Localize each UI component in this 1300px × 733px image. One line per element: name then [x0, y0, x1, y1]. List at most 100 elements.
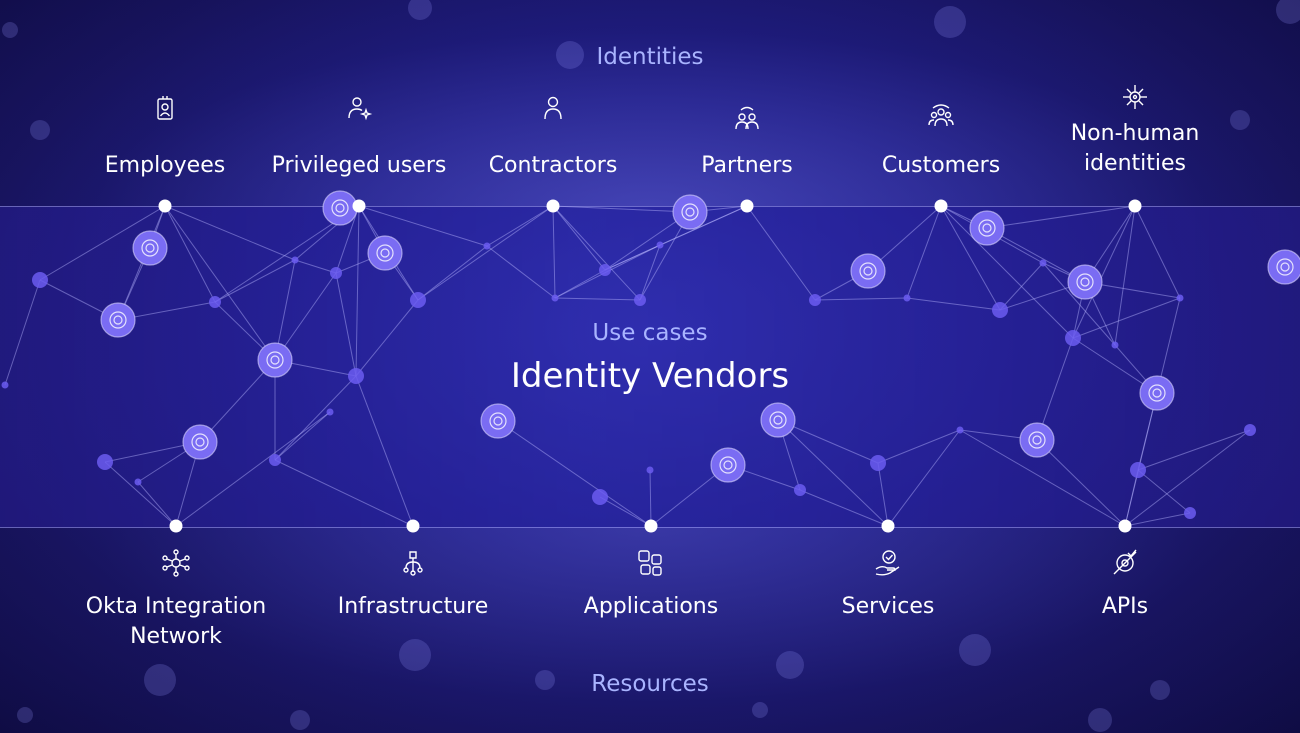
- fingerprint-icon: [863, 266, 873, 276]
- identity-non-human: Non-human identities: [1035, 82, 1235, 179]
- fingerprint-icon: [1280, 262, 1290, 272]
- bottom-glow: [0, 527, 1300, 733]
- mesh-line: [877, 462, 889, 527]
- bokeh-dot: [2, 22, 18, 38]
- customers-icon: [928, 104, 954, 127]
- bokeh-dot: [408, 0, 432, 20]
- identity-label: Contractors: [488, 153, 618, 178]
- mesh-node: [903, 294, 911, 302]
- identity-customers: Customers: [841, 101, 1041, 181]
- bokeh-dot: [752, 702, 768, 718]
- mesh-node: [1244, 424, 1256, 436]
- mesh-line: [639, 244, 661, 301]
- bokeh-dot: [1276, 0, 1300, 24]
- mesh-line: [104, 461, 177, 527]
- mesh-line: [940, 205, 1001, 311]
- mesh-node: [330, 267, 342, 279]
- identity-label: Employees: [104, 153, 226, 178]
- mesh-line: [777, 419, 889, 527]
- bokeh-dot: [144, 664, 176, 696]
- mesh-line: [552, 205, 606, 271]
- fingerprint-icon: [681, 203, 699, 221]
- mesh-line: [486, 205, 554, 247]
- bokeh-dot: [1150, 680, 1170, 700]
- mesh-line: [1072, 297, 1181, 339]
- mesh-node: [32, 272, 48, 288]
- use-case-band: [0, 206, 1300, 528]
- mesh-node: [634, 294, 646, 306]
- integration-network-icon: [162, 549, 190, 577]
- resource-label: Services: [841, 594, 935, 619]
- mesh-line: [1036, 439, 1126, 527]
- resource-applications: Applications: [551, 548, 751, 622]
- fingerprint-icon: [380, 248, 390, 258]
- badge-node: [257, 342, 293, 378]
- bokeh-dot: [1088, 708, 1112, 732]
- mesh-line: [940, 205, 1074, 339]
- bokeh-dot: [30, 120, 50, 140]
- mesh-line: [906, 297, 1001, 311]
- mesh-line: [335, 272, 357, 377]
- mesh-line: [777, 419, 879, 464]
- mesh-node: [1176, 294, 1184, 302]
- mesh-node: [209, 296, 221, 308]
- privileged-user-icon: [348, 97, 373, 121]
- resource-anchor-dot: [881, 519, 895, 533]
- mesh-node: [483, 242, 491, 250]
- partners-icon: [735, 106, 759, 130]
- mesh-node: [1065, 330, 1081, 346]
- fingerprint-icon: [685, 207, 695, 217]
- fingerprint-icon: [331, 199, 349, 217]
- infrastructure-icon: [403, 551, 423, 576]
- mesh-line: [1137, 429, 1251, 471]
- identity-employees: Employees: [65, 93, 265, 181]
- mesh-line: [199, 359, 276, 443]
- identity-privileged-users: Privileged users: [259, 93, 459, 181]
- mesh-node: [551, 294, 559, 302]
- mesh-line: [659, 205, 748, 246]
- fingerprint-icon: [1080, 277, 1090, 287]
- fingerprint-icon: [109, 311, 127, 329]
- fingerprint-icon: [266, 351, 284, 369]
- fingerprint-icon: [113, 315, 123, 325]
- mesh-line: [274, 411, 331, 461]
- mesh-line: [39, 205, 166, 281]
- mesh-line: [999, 262, 1044, 311]
- mesh-line: [1124, 392, 1158, 527]
- fingerprint-icon: [1148, 384, 1166, 402]
- mesh-line: [355, 375, 414, 527]
- mesh-node: [1039, 259, 1047, 267]
- fingerprint-icon: [1152, 388, 1162, 398]
- badge-node: [1019, 422, 1055, 458]
- mesh-line: [358, 205, 488, 247]
- badge-node: [322, 190, 358, 226]
- resources-heading: Resources: [591, 671, 709, 697]
- fingerprint-icon: [270, 355, 280, 365]
- fingerprint-icon: [1076, 273, 1094, 291]
- mesh-line: [164, 205, 216, 303]
- mesh-line: [274, 272, 337, 361]
- mesh-line: [552, 205, 556, 299]
- badge-node: [850, 253, 886, 289]
- badge-node: [480, 403, 516, 439]
- mesh-node: [956, 426, 964, 434]
- non-human-icon: [1123, 85, 1147, 109]
- mesh-line: [294, 259, 337, 274]
- fingerprint-icon: [773, 415, 783, 425]
- mesh-node: [134, 478, 142, 486]
- fingerprint-icon: [978, 219, 996, 237]
- bokeh-dot: [1230, 110, 1250, 130]
- mesh-node: [1184, 507, 1196, 519]
- top-glow: [0, 0, 1300, 206]
- mesh-line: [799, 489, 889, 527]
- applications-icon: [638, 550, 662, 576]
- mesh-node: [809, 294, 821, 306]
- mesh-line: [274, 459, 414, 527]
- mesh-line: [1072, 205, 1136, 339]
- mesh-line: [1114, 205, 1136, 346]
- mesh-node: [870, 455, 886, 471]
- fingerprint-icon: [335, 203, 345, 213]
- use-cases-heading: Use cases: [592, 320, 708, 346]
- fingerprint-icon: [769, 411, 787, 429]
- fingerprint-icon: [723, 460, 733, 470]
